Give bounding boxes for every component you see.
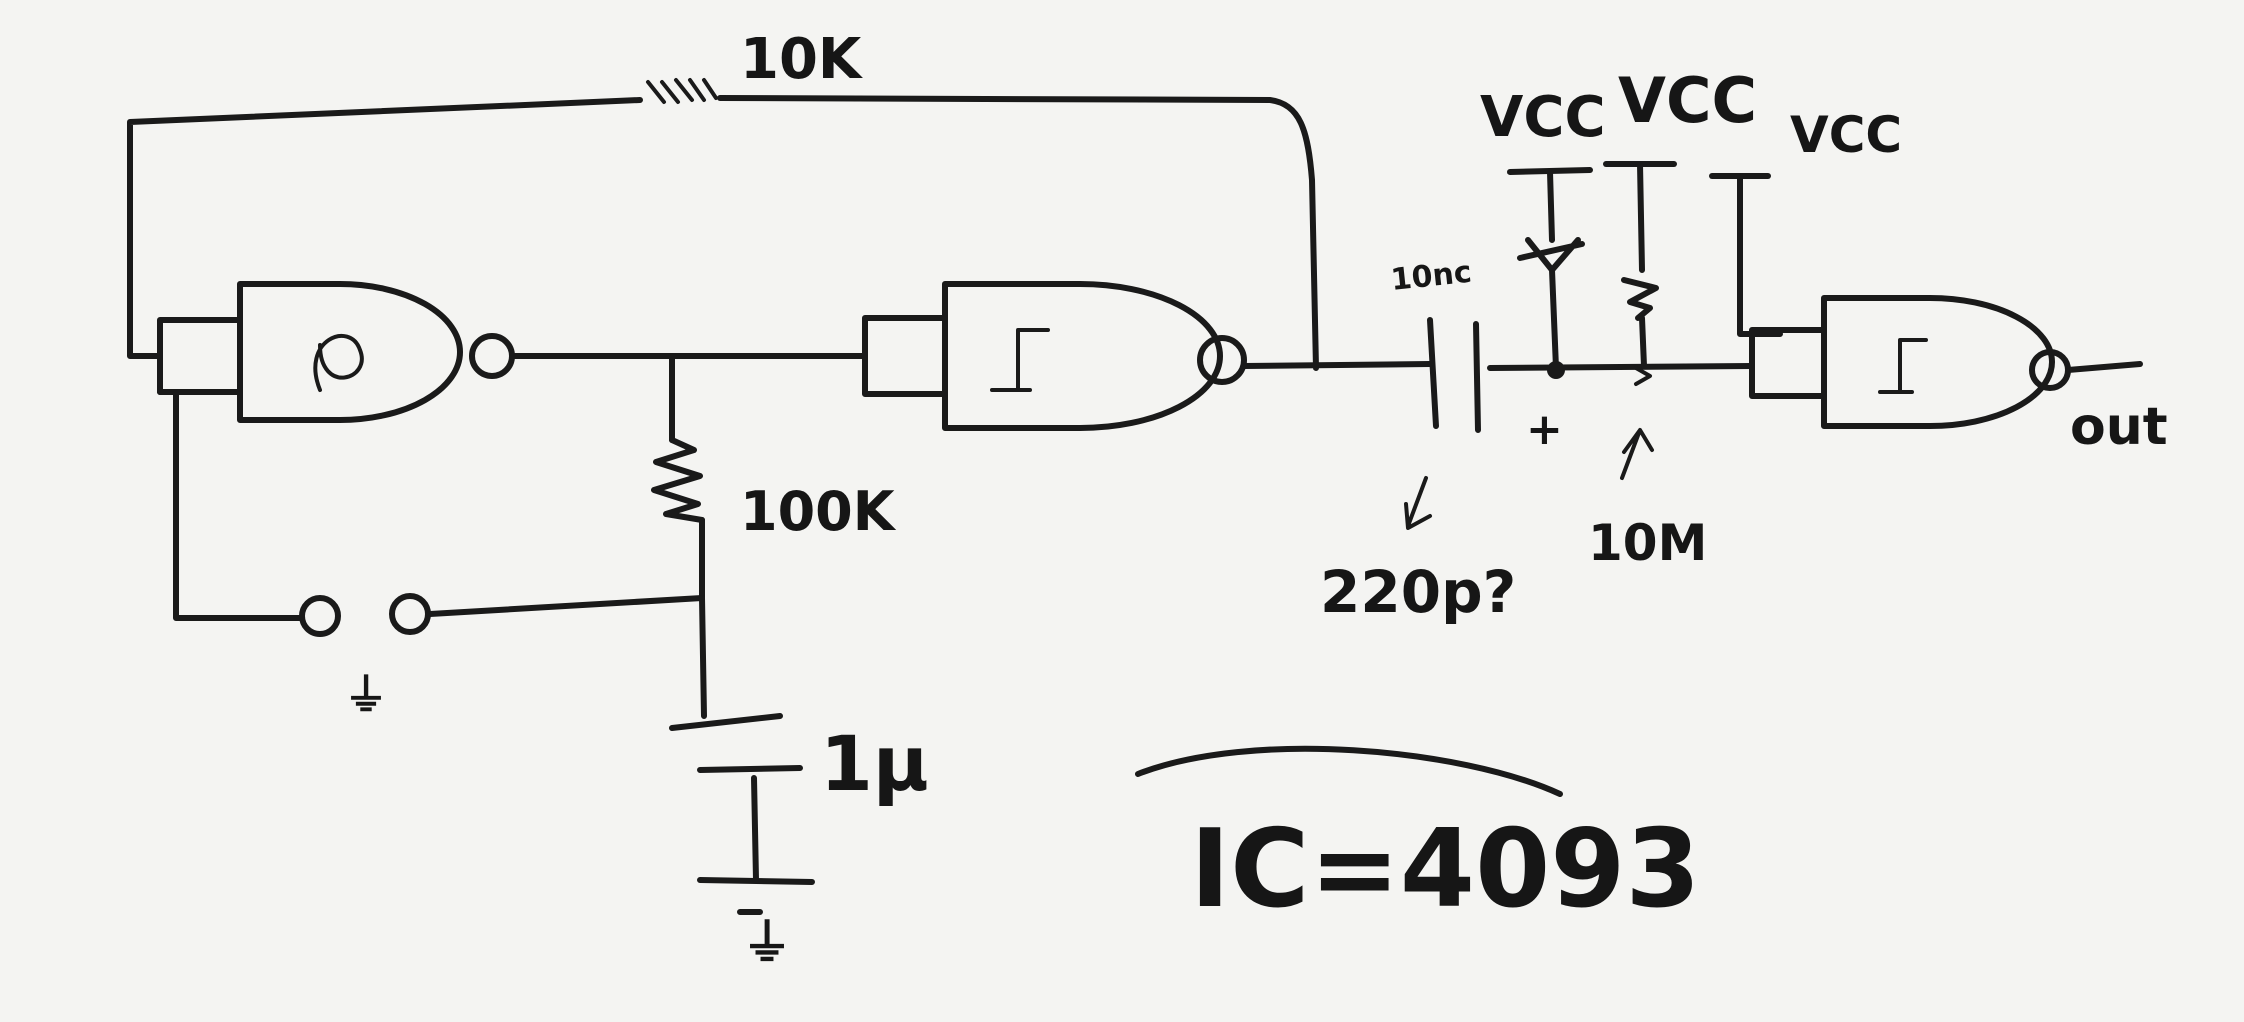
nand-gate-2: [862, 281, 1247, 431]
schmitt-icon: [1878, 338, 1928, 394]
gate-3-body: [1821, 295, 2055, 429]
label-plus: +: [1526, 404, 1563, 455]
label-vcc-2: VCC: [1618, 64, 1757, 137]
gate-2-body: [942, 281, 1223, 431]
label-100k: 100K: [740, 480, 897, 543]
wire-gate2-out: [1241, 361, 1433, 369]
vcc-resistor-branch: [1603, 161, 1677, 480]
ic-note-overline: [1135, 745, 1563, 797]
label-220p: 220p?: [1320, 558, 1516, 626]
label-10nc: 10nc: [1389, 255, 1473, 298]
wire-switch-right: [427, 595, 705, 617]
resistor-100k: [651, 437, 705, 523]
switch-contact-right: [389, 593, 431, 635]
ground-icon-label: ⏚: [742, 914, 792, 972]
gate-1-body: [237, 281, 463, 423]
capacitor-220p: [1404, 317, 1481, 530]
wire-vcc3: [1737, 173, 1783, 337]
push-switch: [299, 593, 431, 637]
feedback-wire-left: [127, 97, 643, 359]
vcc-diode-branch: [1507, 167, 1593, 379]
ground-icon: [697, 877, 815, 915]
label-ic-note: IC=4093: [1190, 807, 1701, 932]
wire-node-to-gate3: [1487, 363, 1755, 371]
arrow-node: [1634, 366, 1652, 386]
schmitt-icon: [990, 328, 1050, 392]
label-10k: 10K: [740, 27, 864, 92]
nand-gate-1: [157, 281, 515, 423]
feedback-wire-right: [717, 95, 1319, 371]
junction-dot: [1547, 361, 1565, 379]
wire-timing-cap-to-ground: [751, 775, 759, 883]
capacitor-1u: [669, 713, 815, 915]
switch-contact-left: [299, 595, 341, 637]
switch-ground-icon: ⏚: [344, 670, 388, 721]
schmitt-icon: [313, 333, 364, 392]
label-vcc-3: VCC: [1790, 106, 1902, 164]
resistor-10k: [646, 78, 718, 104]
label-1u: 1µ: [820, 719, 929, 808]
wire-to-timing-cap: [699, 595, 707, 719]
gate-2-bubble: [1197, 335, 1247, 385]
arrow-to-10m: [1620, 428, 1654, 480]
label-10m: 10M: [1588, 514, 1707, 572]
wire-output: [2065, 361, 2143, 373]
wires: [127, 95, 2143, 883]
arrow-to-220p: [1404, 476, 1432, 530]
label-out: out: [2070, 397, 2168, 457]
label-vcc-1: VCC: [1480, 85, 1606, 150]
wire-left-down: [157, 389, 303, 621]
